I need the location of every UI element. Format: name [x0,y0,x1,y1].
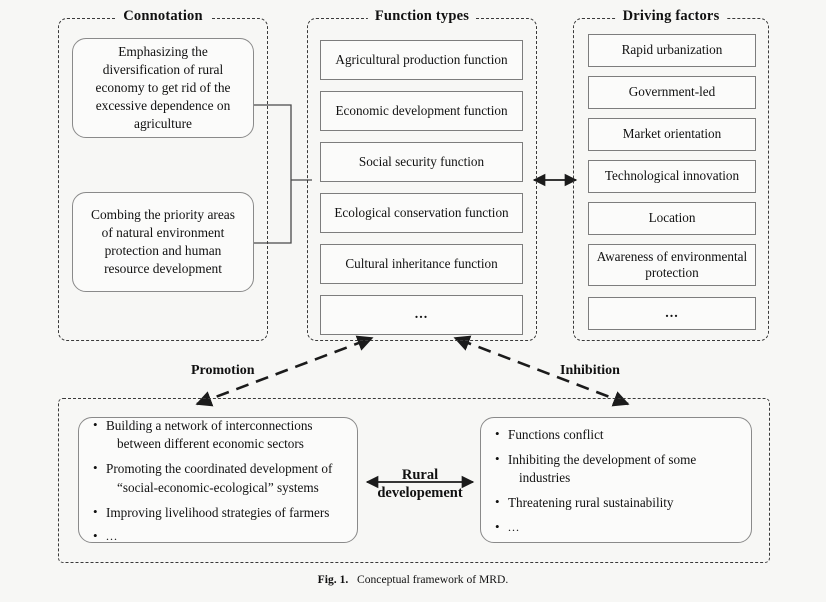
driving-factor-label: Government-led [628,84,716,100]
inhibition-outcomes-list: Functions conflict Inhibiting the develo… [495,425,737,536]
function-type-label: Cultural inheritance function [345,255,498,271]
list-item-cont: industries [519,470,571,486]
group-connotation: Connotation [58,8,268,341]
group-rural-development-outcomes [58,398,770,563]
function-type-box-1[interactable]: Agricultural production function [320,40,523,80]
driving-factor-label: Rapid urbanization [621,42,723,58]
list-item: Building a network of interconnections b… [93,416,343,454]
promotion-outcomes-box[interactable]: Building a network of interconnections b… [78,416,358,546]
driving-factor-box-1[interactable]: Rapid urbanization [588,34,756,67]
list-item: Functions conflict [495,425,737,445]
inhibition-outcomes-box[interactable]: Functions conflict Inhibiting the develo… [480,417,752,543]
figure-caption-text: Conceptual framework of MRD. [356,573,509,586]
list-item: Promoting the coordinated development of… [93,459,343,497]
promotion-outcomes-list: Building a network of interconnections b… [93,416,343,546]
driving-factor-box-more[interactable]: ... [588,297,756,330]
connotation-box-2[interactable]: Combing the priority areas of natural en… [72,192,254,292]
driving-factor-box-3[interactable]: Market orientation [588,118,756,151]
list-item: Improving livelihood strategies of farme… [93,503,343,523]
driving-factor-label: ... [665,305,679,321]
driving-factor-box-5[interactable]: Location [588,202,756,235]
function-type-box-5[interactable]: Cultural inheritance function [320,244,523,284]
list-item-cont: “social-economic-ecological” systems [117,479,319,495]
function-type-label: Economic development function [335,102,508,118]
list-item: ... [495,518,737,536]
group-function-types: Function types [307,8,537,341]
connotation-box-2-text: Combing the priority areas of natural en… [91,207,235,276]
driving-factor-label: Location [648,210,696,226]
list-item-text: Inhibiting the development of some [508,451,697,467]
driving-factor-box-2[interactable]: Government-led [588,76,756,109]
group-driving-factors: Driving factors [573,8,769,341]
rural-development-label: Rural developement [370,466,470,502]
driving-factor-label: Technological innovation [604,168,740,184]
function-type-label: Social security function [358,153,485,169]
function-type-label: Agricultural production function [335,51,508,67]
list-item: Inhibiting the development of some indus… [495,450,737,488]
list-item: Threatening rural sustainability [495,493,737,513]
list-item-cont: between different economic sectors [117,436,304,452]
promotion-label: Promotion [191,363,255,378]
driving-factor-box-4[interactable]: Technological innovation [588,160,756,193]
inhibition-label: Inhibition [560,363,620,378]
driving-factor-label: Awareness of environmental protection [596,248,748,280]
list-item-text: Threatening rural sustainability [508,495,674,511]
rural-development-label-line1: Rural [401,467,439,483]
list-item-text: Improving livelihood strategies of farme… [106,504,330,520]
list-item-text: Promoting the coordinated development of [106,461,333,477]
driving-factor-box-6[interactable]: Awareness of environmental protection [588,244,756,286]
function-type-label: ... [414,307,429,323]
function-type-box-more[interactable]: ... [320,295,523,335]
list-item-text: Building a network of interconnections [106,417,313,433]
connotation-box-1-text: Emphasizing the diversification of rural… [95,44,231,131]
figure-caption: Fig. 1. Conceptual framework of MRD. [0,573,826,586]
group-title-connotation: Connotation [116,8,210,25]
figure-caption-label: Fig. 1. [317,573,349,586]
list-item-text: Functions conflict [508,427,604,443]
rural-development-label-line2: developement [377,485,463,502]
group-title-driving-factors: Driving factors [615,8,727,25]
function-type-box-4[interactable]: Ecological conservation function [320,193,523,233]
driving-factor-label: Market orientation [622,126,722,142]
function-type-box-3[interactable]: Social security function [320,142,523,182]
group-title-function-types: Function types [367,8,477,25]
list-item: ... [93,527,343,545]
list-item-text: ... [508,519,520,534]
list-item-text: ... [106,529,118,544]
connotation-box-1[interactable]: Emphasizing the diversification of rural… [72,38,254,138]
function-type-label: Ecological conservation function [334,204,509,220]
function-type-box-2[interactable]: Economic development function [320,91,523,131]
